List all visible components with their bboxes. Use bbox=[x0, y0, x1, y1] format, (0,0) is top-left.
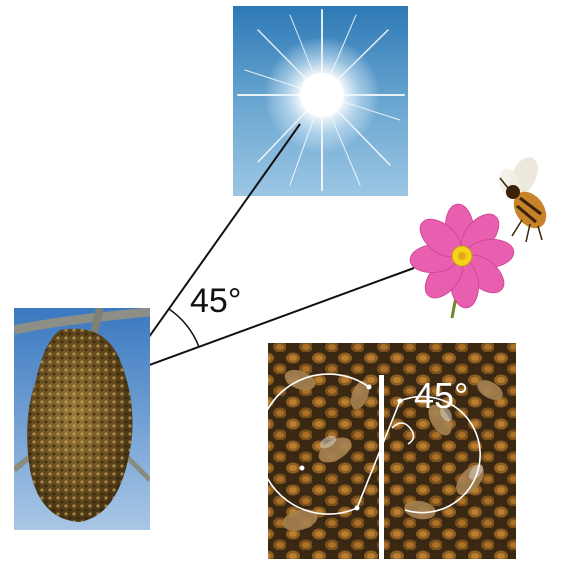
beehive-photo bbox=[14, 308, 150, 530]
bee-photo bbox=[495, 153, 553, 242]
gravity-reference-line bbox=[379, 375, 384, 559]
angle-label-comb: 45° bbox=[414, 378, 468, 414]
flower-photo bbox=[409, 203, 515, 318]
honeycomb-dance-photo bbox=[258, 343, 516, 559]
angle-label-main: 45° bbox=[190, 284, 241, 318]
sun-photo bbox=[233, 6, 408, 196]
